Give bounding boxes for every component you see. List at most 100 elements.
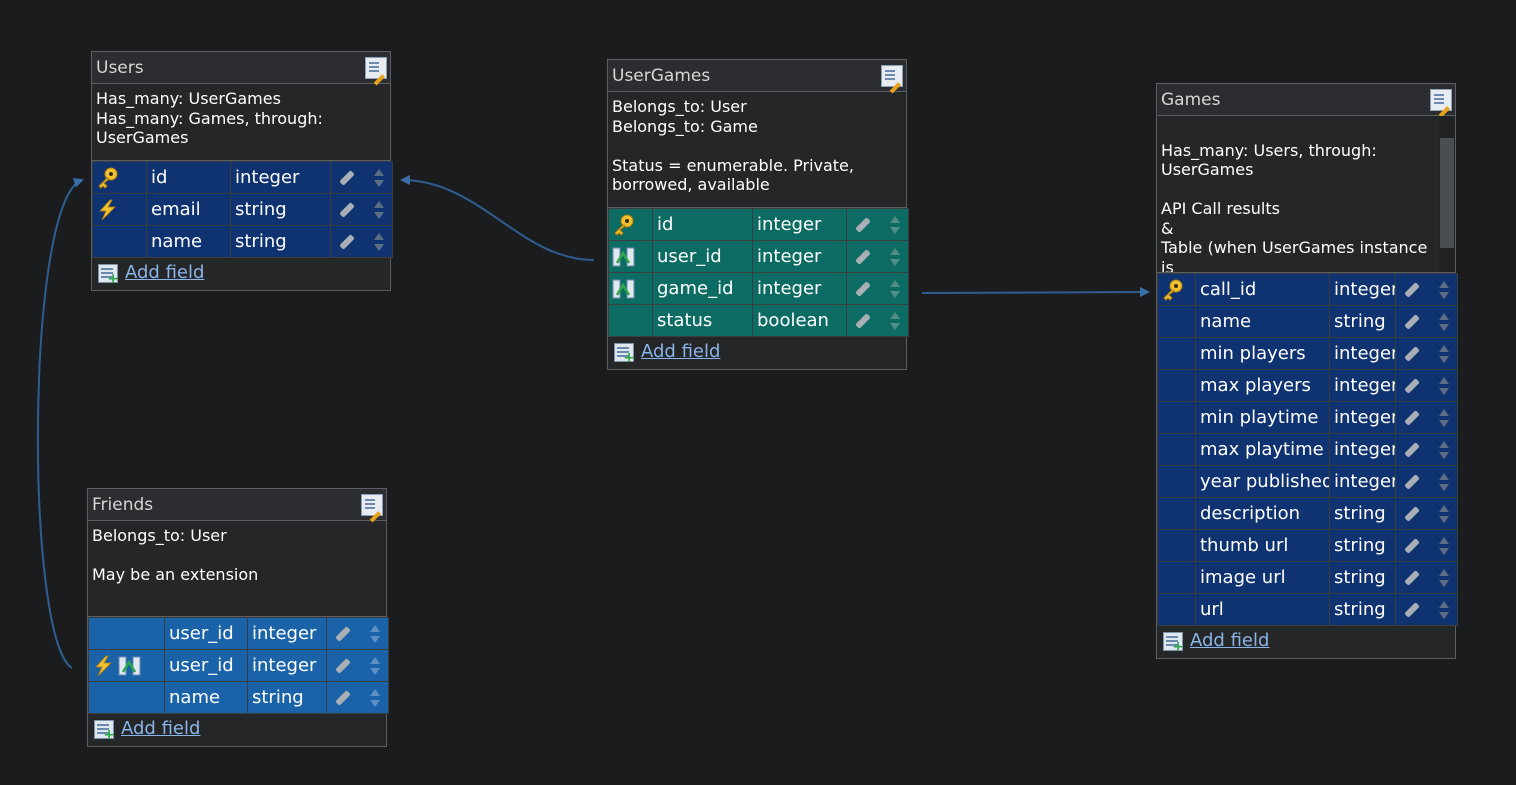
edit-field-icon[interactable] xyxy=(1404,538,1420,554)
field-type[interactable]: string xyxy=(1329,497,1396,530)
field-row[interactable]: year published integer xyxy=(1157,465,1458,498)
edit-field-icon[interactable] xyxy=(855,313,871,329)
edit-field-icon[interactable] xyxy=(1404,378,1420,394)
field-row[interactable]: call_id integer xyxy=(1157,273,1458,306)
field-row[interactable]: id integer xyxy=(92,161,393,194)
field-row[interactable]: game_id integer xyxy=(608,272,909,305)
edit-field-icon[interactable] xyxy=(1404,506,1420,522)
reorder-handle-icon[interactable] xyxy=(1439,537,1449,555)
field-row[interactable]: max players integer xyxy=(1157,369,1458,402)
field-type[interactable]: string xyxy=(230,193,331,226)
add-field-link[interactable]: Add field xyxy=(641,341,721,362)
edit-table-icon[interactable] xyxy=(881,65,903,87)
field-type[interactable]: string xyxy=(1329,305,1396,338)
field-name[interactable]: name xyxy=(146,225,231,258)
field-row[interactable]: name string xyxy=(92,225,393,258)
add-field-link[interactable]: Add field xyxy=(1190,630,1270,651)
field-row[interactable]: description string xyxy=(1157,497,1458,530)
add-field-icon[interactable] xyxy=(1163,632,1184,654)
users-table-header[interactable]: Users xyxy=(92,52,390,84)
games-table[interactable]: Games Has_many: Users, through: UserGame… xyxy=(1156,83,1458,659)
edit-field-icon[interactable] xyxy=(339,234,355,250)
users-table[interactable]: Users Has_many: UserGames Has_many: Game… xyxy=(91,51,393,291)
field-type[interactable]: integer xyxy=(1329,369,1396,402)
edit-field-icon[interactable] xyxy=(1404,410,1420,426)
add-field-link[interactable]: Add field xyxy=(121,718,201,739)
field-type[interactable]: integer xyxy=(247,617,327,650)
edit-field-icon[interactable] xyxy=(1404,602,1420,618)
add-field-icon[interactable] xyxy=(614,343,635,365)
field-row[interactable]: min players integer xyxy=(1157,337,1458,370)
field-name[interactable]: image url xyxy=(1195,561,1330,594)
field-type[interactable]: string xyxy=(1329,529,1396,562)
reorder-handle-icon[interactable] xyxy=(1439,601,1449,619)
edit-field-icon[interactable] xyxy=(339,170,355,186)
field-name[interactable]: min players xyxy=(1195,337,1330,370)
reorder-handle-icon[interactable] xyxy=(370,625,380,643)
field-name[interactable]: min playtime xyxy=(1195,401,1330,434)
friends-table[interactable]: Friends Belongs_to: User May be an exten… xyxy=(87,488,389,747)
field-type[interactable]: integer xyxy=(752,208,847,241)
field-row[interactable]: image url string xyxy=(1157,561,1458,594)
field-type[interactable]: integer xyxy=(247,649,327,682)
field-name[interactable]: max playtime xyxy=(1195,433,1330,466)
edit-field-icon[interactable] xyxy=(335,626,351,642)
field-name[interactable]: max players xyxy=(1195,369,1330,402)
reorder-handle-icon[interactable] xyxy=(370,689,380,707)
add-field-icon[interactable] xyxy=(98,264,119,286)
reorder-handle-icon[interactable] xyxy=(374,201,384,219)
reorder-handle-icon[interactable] xyxy=(374,169,384,187)
field-name[interactable]: user_id xyxy=(652,240,753,273)
edit-field-icon[interactable] xyxy=(1404,570,1420,586)
field-row[interactable]: name string xyxy=(1157,305,1458,338)
edit-field-icon[interactable] xyxy=(1404,474,1420,490)
field-type[interactable]: integer xyxy=(1329,273,1396,306)
field-name[interactable]: thumb url xyxy=(1195,529,1330,562)
field-type[interactable]: boolean xyxy=(752,304,847,337)
field-type[interactable]: string xyxy=(1329,593,1396,626)
field-row[interactable]: thumb url string xyxy=(1157,529,1458,562)
edit-table-icon[interactable] xyxy=(361,494,383,516)
reorder-handle-icon[interactable] xyxy=(1439,281,1449,299)
field-type[interactable]: integer xyxy=(1329,401,1396,434)
field-row[interactable]: user_id integer xyxy=(88,617,389,650)
reorder-handle-icon[interactable] xyxy=(1439,409,1449,427)
field-type[interactable]: string xyxy=(1329,561,1396,594)
reorder-handle-icon[interactable] xyxy=(1439,377,1449,395)
field-row[interactable]: status boolean xyxy=(608,304,909,337)
games-table-header[interactable]: Games xyxy=(1157,84,1455,116)
reorder-handle-icon[interactable] xyxy=(890,248,900,266)
add-field-icon[interactable] xyxy=(94,720,115,742)
edit-table-icon[interactable] xyxy=(365,57,387,79)
field-name[interactable]: user_id xyxy=(164,649,248,682)
edit-field-icon[interactable] xyxy=(335,690,351,706)
field-type[interactable]: string xyxy=(230,225,331,258)
reorder-handle-icon[interactable] xyxy=(890,312,900,330)
add-field-link[interactable]: Add field xyxy=(125,262,205,283)
field-row[interactable]: name string xyxy=(88,681,389,714)
field-row[interactable]: email string xyxy=(92,193,393,226)
field-type[interactable]: string xyxy=(247,681,327,714)
edit-field-icon[interactable] xyxy=(335,658,351,674)
field-type[interactable]: integer xyxy=(752,240,847,273)
usergames-table[interactable]: UserGames Belongs_to: User Belongs_to: G… xyxy=(607,59,909,370)
edit-field-icon[interactable] xyxy=(855,217,871,233)
field-name[interactable]: id xyxy=(146,161,231,194)
edit-field-icon[interactable] xyxy=(1404,442,1420,458)
edit-field-icon[interactable] xyxy=(1404,282,1420,298)
reorder-handle-icon[interactable] xyxy=(374,233,384,251)
reorder-handle-icon[interactable] xyxy=(1439,569,1449,587)
reorder-handle-icon[interactable] xyxy=(1439,345,1449,363)
edit-field-icon[interactable] xyxy=(339,202,355,218)
edit-field-icon[interactable] xyxy=(1404,346,1420,362)
reorder-handle-icon[interactable] xyxy=(1439,505,1449,523)
field-name[interactable]: email xyxy=(146,193,231,226)
field-type[interactable]: integer xyxy=(1329,465,1396,498)
reorder-handle-icon[interactable] xyxy=(1439,473,1449,491)
field-row[interactable]: max playtime integer xyxy=(1157,433,1458,466)
field-row[interactable]: min playtime integer xyxy=(1157,401,1458,434)
reorder-handle-icon[interactable] xyxy=(890,216,900,234)
field-row[interactable]: user_id integer xyxy=(608,240,909,273)
field-name[interactable]: name xyxy=(1195,305,1330,338)
reorder-handle-icon[interactable] xyxy=(370,657,380,675)
